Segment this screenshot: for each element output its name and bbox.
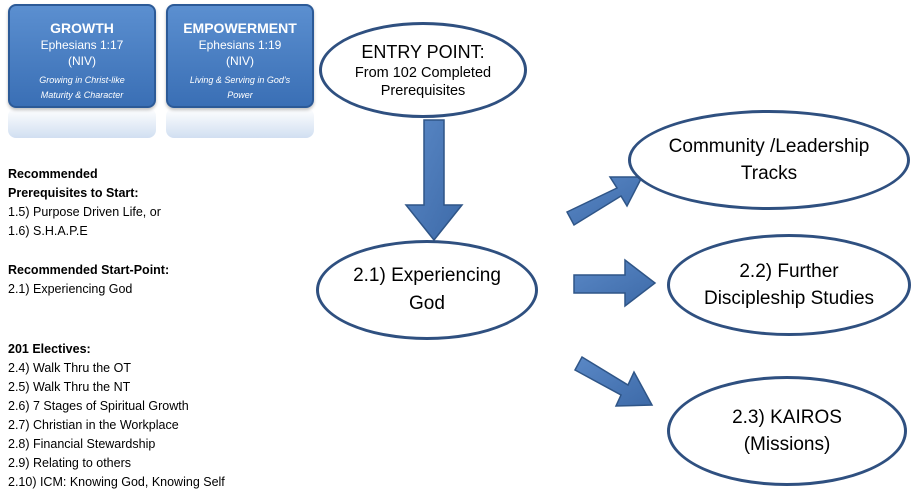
kairos-line1: 2.3) KAIROS: [732, 406, 842, 428]
empowerment-version: (NIV): [226, 54, 254, 68]
further-discipleship-node: 2.2) Further Discipleship Studies: [667, 234, 911, 336]
empowerment-title: EMPOWERMENT: [183, 20, 297, 36]
community-leadership-node: Community /Leadership Tracks: [628, 110, 910, 210]
growth-box: GROWTH Ephesians 1:17 (NIV) Growing in C…: [8, 4, 156, 108]
start-item: 2.1) Experiencing God: [8, 282, 133, 296]
prereq-heading-line2: Prerequisites to Start:: [8, 186, 139, 200]
growth-sub-line1: Growing in Christ-like: [39, 75, 125, 85]
empowerment-sub-line1: Living & Serving in God's: [189, 75, 291, 85]
electives-section: 201 Electives: 2.4) Walk Thru the OT 2.5…: [8, 340, 225, 492]
further-line1: 2.2) Further: [739, 260, 839, 282]
elective-item: 2.9) Relating to others: [8, 456, 131, 470]
entry-point-node: ENTRY POINT: From 102 Completed Prerequi…: [319, 22, 527, 118]
empowerment-subtitle: Living & Serving in God's Power: [168, 73, 312, 102]
elective-item: 2.8) Financial Stewardship: [8, 437, 156, 451]
arrow-to-community: [565, 176, 644, 227]
prerequisites-section: Recommended Prerequisites to Start: 1.5)…: [8, 165, 161, 241]
growth-title: GROWTH: [50, 20, 114, 36]
empowerment-sub-line2: Power: [227, 90, 253, 100]
entry-line1: ENTRY POINT:: [361, 41, 485, 62]
kairos-missions-node: 2.3) KAIROS (Missions): [667, 376, 907, 486]
growth-subtitle: Growing in Christ-like Maturity & Charac…: [10, 73, 154, 102]
further-line2: Discipleship Studies: [703, 287, 875, 309]
empowerment-box: EMPOWERMENT Ephesians 1:19 (NIV) Living …: [166, 4, 314, 108]
prereq-heading-line1: Recommended: [8, 167, 98, 181]
kairos-line2: (Missions): [743, 433, 831, 455]
elective-item: 2.7) Christian in the Workplace: [8, 418, 179, 432]
experiencing-line2: God: [409, 293, 445, 314]
arrow-to-further: [573, 258, 657, 308]
entry-line2: From 102 Completed: [354, 64, 492, 81]
growth-ref: Ephesians 1:17: [40, 38, 124, 52]
empowerment-ref: Ephesians 1:19: [198, 38, 282, 52]
elective-item: 2.4) Walk Thru the OT: [8, 361, 131, 375]
growth-sub-line2: Maturity & Character: [40, 90, 124, 100]
electives-heading: 201 Electives:: [8, 342, 91, 356]
elective-item: 2.6) 7 Stages of Spiritual Growth: [8, 399, 189, 413]
prereq-item: 1.6) S.H.A.P.E: [8, 224, 88, 238]
community-line1: Community /Leadership: [668, 135, 870, 157]
experiencing-god-node: 2.1) Experiencing God: [316, 240, 538, 340]
elective-item: 2.5) Walk Thru the NT: [8, 380, 131, 394]
growth-version: (NIV): [68, 54, 96, 68]
arrow-to-kairos: [573, 355, 654, 407]
start-heading: Recommended Start-Point:: [8, 263, 170, 277]
community-line2: Tracks: [740, 162, 798, 184]
elective-item: 2.10) ICM: Knowing God, Knowing Self: [8, 475, 225, 489]
experiencing-line1: 2.1) Experiencing: [353, 265, 501, 286]
entry-line3: Prerequisites: [380, 82, 466, 99]
arrow-down: [404, 119, 464, 242]
prereq-item: 1.5) Purpose Driven Life, or: [8, 205, 161, 219]
start-point-section: Recommended Start-Point: 2.1) Experienci…: [8, 261, 169, 299]
